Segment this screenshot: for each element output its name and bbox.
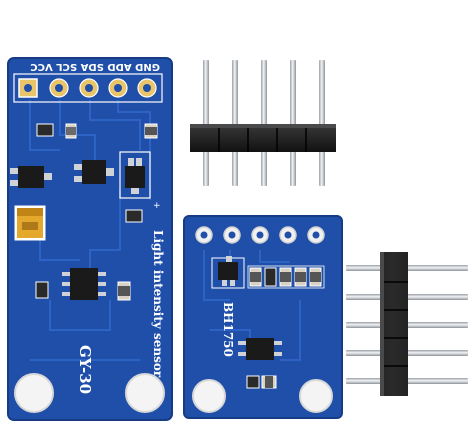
gy30-board: GND ADD SDA SCL VCC + (7, 57, 173, 421)
mounting-hole (192, 379, 226, 413)
header-plastic-body (190, 124, 336, 152)
bh1750-chip-label: BH1750 (221, 302, 235, 357)
smd-capacitor (35, 281, 49, 299)
gy30-sensor-label: Light intensity sensor (151, 230, 165, 378)
mounting-hole (14, 373, 54, 413)
smd-regulator (125, 166, 145, 188)
smd-transistor (18, 166, 44, 188)
smd-capacitor (246, 375, 260, 389)
header-pin (319, 60, 325, 186)
smd-capacitor (125, 209, 143, 223)
smd-regulator (218, 262, 238, 280)
pin-header-horizontal (346, 252, 468, 396)
header-pin (261, 60, 267, 186)
gy30-pin-labels: GND ADD SDA SCL VCC (30, 61, 160, 72)
bh1750-components (211, 256, 325, 389)
smd-transistor (82, 160, 106, 184)
light-sensor-chip (246, 338, 274, 360)
header-pin (290, 60, 296, 186)
gy30-header-pads (13, 73, 163, 103)
header-pin (232, 60, 238, 186)
mounting-hole (299, 379, 333, 413)
mounting-hole (125, 373, 165, 413)
header-pin (203, 60, 209, 186)
svg-text:+: + (153, 201, 161, 211)
light-sensor-chip (70, 268, 98, 300)
pin-header-vertical (190, 60, 336, 186)
bh1750-board: BH1750 (183, 215, 343, 419)
bh1750-header-pads (195, 226, 325, 244)
gy30-traces (20, 100, 151, 361)
smd-capacitor (36, 123, 54, 137)
gy30-model-label: GY-30 (76, 345, 94, 394)
gy30-components: + (10, 123, 161, 301)
smd-capacitor (264, 267, 277, 287)
